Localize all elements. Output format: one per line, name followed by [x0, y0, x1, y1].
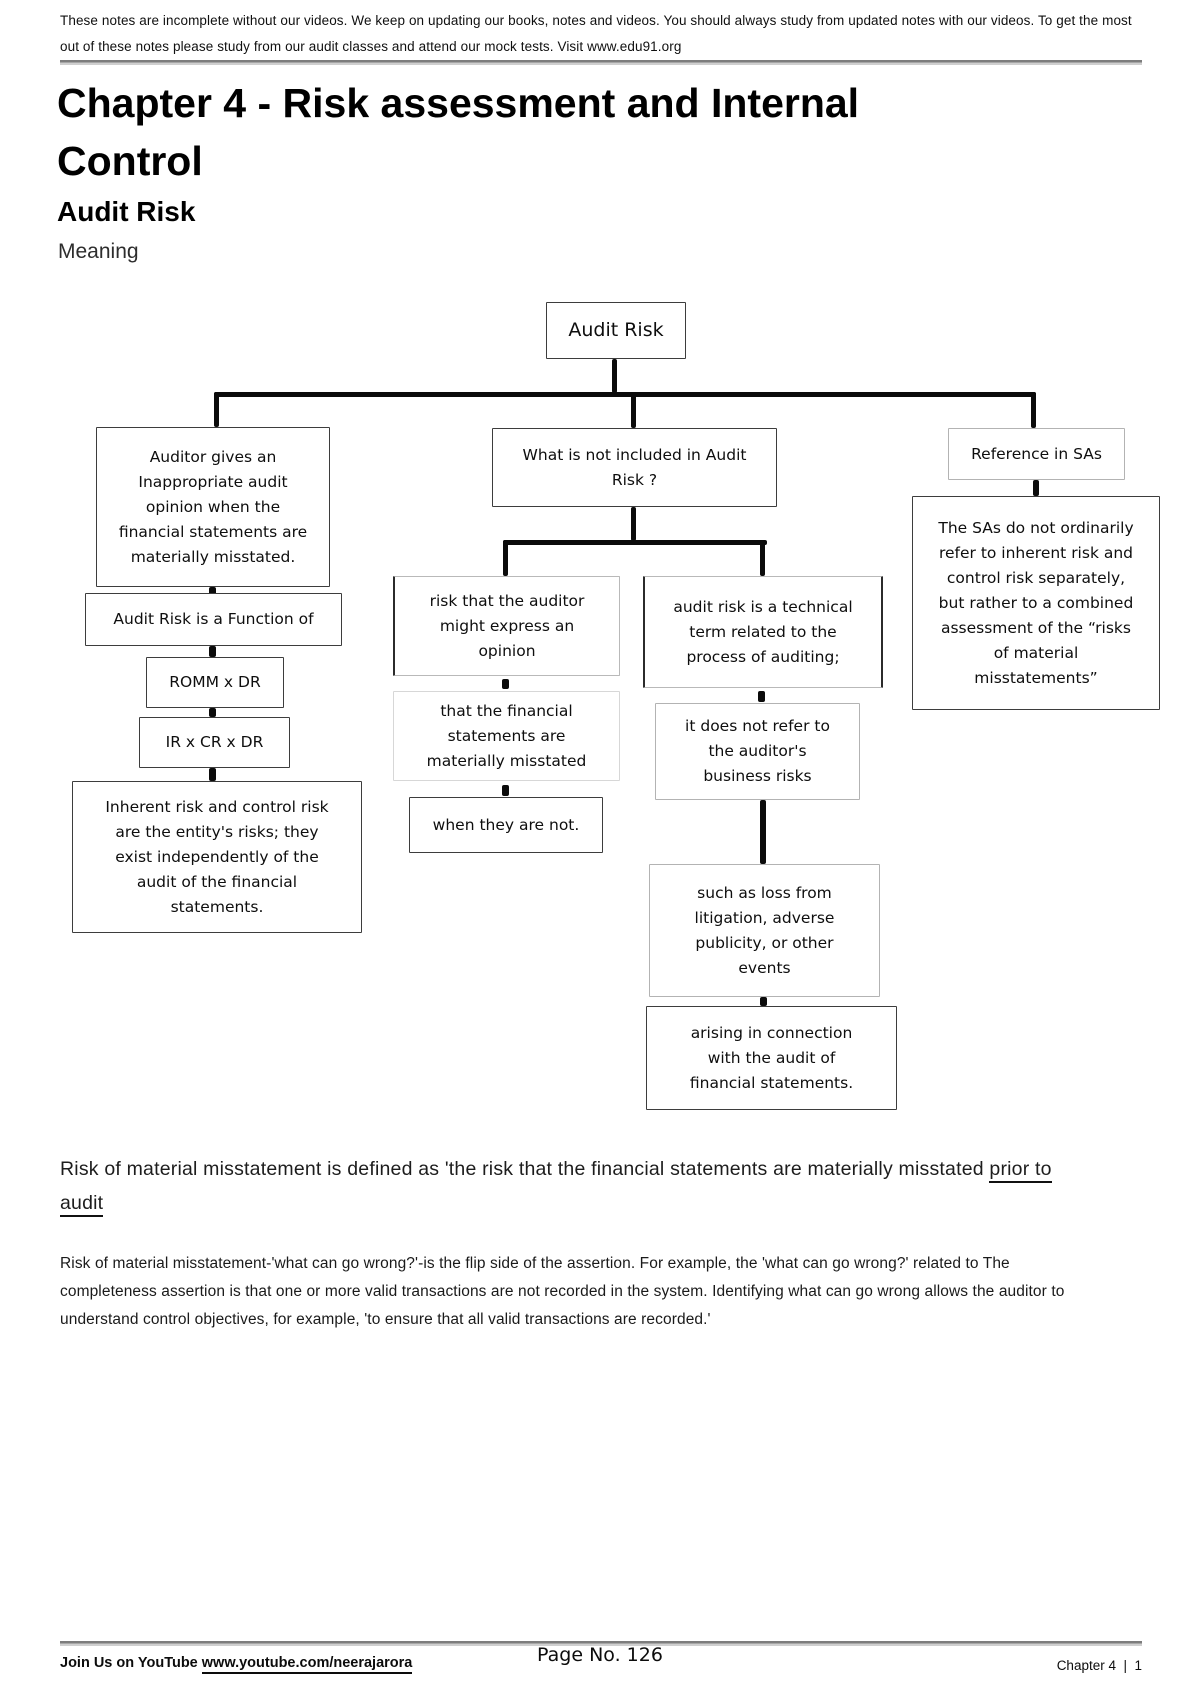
flow-path-a-step2: that the financial statements are materi… [393, 691, 620, 781]
connector-line [503, 540, 767, 545]
connector-line [502, 785, 509, 796]
flow-root-audit-risk: Audit Risk [546, 302, 686, 359]
definition-paragraph: Risk of material misstatement is defined… [60, 1152, 1075, 1220]
section-heading-audit-risk: Audit Risk [57, 196, 196, 227]
flow-path-b-step1: audit risk is a technical term related t… [643, 576, 883, 688]
flow-left-opinion: Auditor gives an Inappropriate audit opi… [96, 427, 330, 587]
flow-path-a-step1: risk that the auditor might express an o… [393, 576, 620, 676]
audit-risk-flowchart: Audit Risk Auditor gives an Inappropriat… [0, 285, 1200, 1115]
flow-left-formula-ir-cr-dr: IR x CR x DR [139, 717, 290, 768]
flow-left-function-of: Audit Risk is a Function of [85, 593, 342, 646]
connector-line [503, 540, 508, 576]
connector-line [760, 540, 765, 576]
connector-line [758, 691, 765, 702]
flow-path-b-step4: arising in connection with the audit of … [646, 1006, 897, 1110]
connector-line [502, 679, 509, 689]
flow-path-a-step3: when they are not. [409, 797, 603, 853]
connector-line [214, 392, 219, 427]
connector-line [631, 507, 636, 541]
header-note-text: These notes are incomplete without our v… [60, 13, 1132, 54]
connector-line [631, 392, 636, 428]
footer-page-number: Page No. 126 [537, 1644, 663, 1666]
connector-line [209, 587, 216, 596]
definition-text: Risk of material misstatement is defined… [60, 1158, 990, 1180]
connector-line [209, 646, 216, 657]
connector-line [760, 800, 766, 864]
chapter-title: Chapter 4 - Risk assessment and Internal… [57, 80, 860, 184]
flow-path-b-step3: such as loss from litigation, adverse pu… [649, 864, 880, 997]
underlined-prior-to-audit: prior to audit [60, 1158, 1052, 1217]
footer-youtube: Join Us on YouTube www.youtube.com/neera… [60, 1655, 413, 1674]
connector-line [612, 359, 617, 393]
connector-line [1031, 392, 1036, 428]
footer-youtube-text: Join Us on YouTube [60, 1655, 202, 1671]
top-rule [60, 60, 1142, 65]
flow-left-formula-romm-dr: ROMM x DR [146, 657, 284, 708]
flow-right-sas-detail: The SAs do not ordinarily refer to inher… [912, 496, 1160, 710]
connector-line [1033, 480, 1039, 496]
explanation-paragraph: Risk of material misstatement-'what can … [60, 1255, 1065, 1328]
connector-line [760, 997, 767, 1006]
bottom-rule [60, 1641, 1142, 1646]
connector-line [209, 768, 216, 781]
flow-right-reference-sas: Reference in SAs [948, 428, 1125, 480]
flow-left-entity-risks: Inherent risk and control risk are the e… [72, 781, 362, 933]
subsection-meaning: Meaning [58, 240, 139, 263]
footer-chapter-ref: Chapter 4 | 1 [1056, 1658, 1142, 1673]
flow-mid-question: What is not included in Audit Risk ? [492, 428, 777, 507]
edu91-link[interactable]: www.edu91.org [587, 39, 682, 54]
youtube-link[interactable]: www.youtube.com/neerajarora [201, 1655, 413, 1674]
connector-line [209, 708, 216, 717]
connector-line [214, 392, 1036, 397]
flow-path-b-step2: it does not refer to the auditor's busin… [655, 703, 860, 800]
header-note: These notes are incomplete without our v… [60, 8, 1145, 60]
